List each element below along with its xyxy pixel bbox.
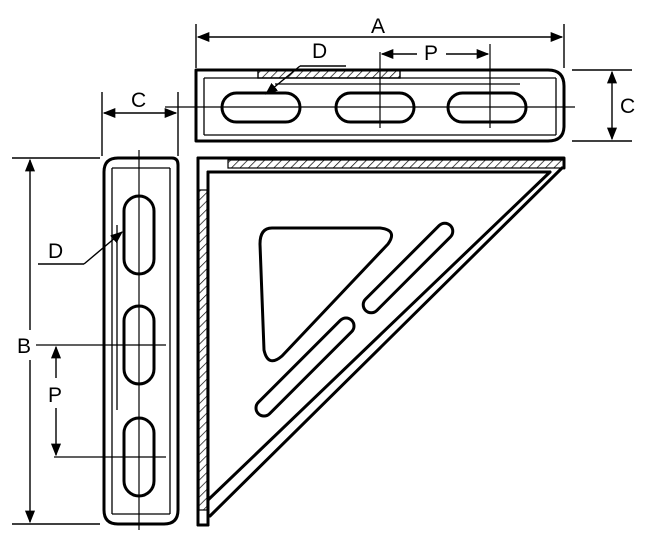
triangle-cutout <box>258 226 394 363</box>
dimension-P-top: P <box>380 42 490 65</box>
label-P-left: P <box>48 384 62 407</box>
dimension-D-top: D <box>265 40 346 95</box>
diagonal-slot <box>361 221 455 315</box>
label-D-top: D <box>312 40 327 63</box>
label-P-top: P <box>424 42 438 65</box>
dimension-D-left: D <box>38 231 123 265</box>
front-view <box>196 156 566 527</box>
dimension-A: A <box>195 15 565 68</box>
label-C-right: C <box>620 95 635 118</box>
weld-hatch-front-side <box>198 189 208 511</box>
label-A: A <box>371 15 385 38</box>
diagonal-slot <box>254 316 356 418</box>
dimension-C-right: C <box>572 69 635 142</box>
side-view <box>36 150 180 530</box>
label-D-left: D <box>48 240 63 263</box>
weld-hatch-top <box>257 69 401 79</box>
label-B: B <box>17 335 31 358</box>
dimension-C-left: C <box>101 89 179 156</box>
label-C-left: C <box>131 89 146 112</box>
weld-hatch-front-top <box>227 159 565 169</box>
top-view <box>165 44 575 143</box>
dimension-B: B <box>12 157 100 525</box>
dimension-P-left: P <box>48 345 62 457</box>
